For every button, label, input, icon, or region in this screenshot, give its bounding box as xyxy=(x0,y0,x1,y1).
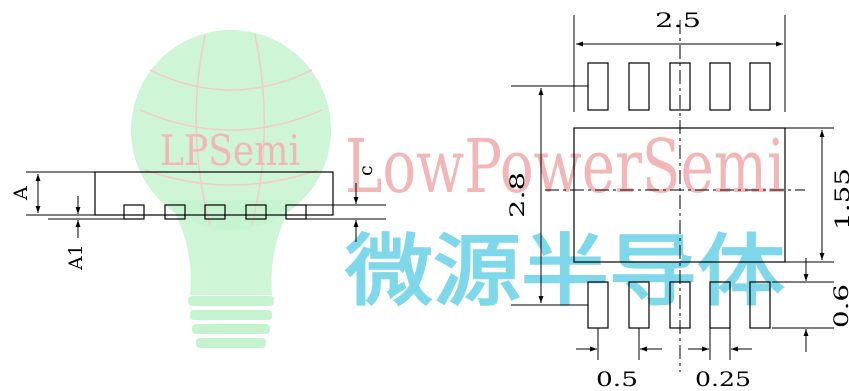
dim-pitch-label: 0.5 xyxy=(596,367,638,391)
watermark-cn-text: 微源半导体 xyxy=(344,227,785,317)
side-view-leads xyxy=(123,204,307,220)
dim-lead-width-label: 0.25 xyxy=(695,367,751,391)
bottom-lead xyxy=(709,281,731,329)
lightbulb-icon xyxy=(131,30,331,348)
top-lead xyxy=(628,62,650,111)
dim-lead-length-label: 0.6 xyxy=(829,284,849,328)
side-lead xyxy=(204,204,226,220)
dim-c-label: c xyxy=(355,165,377,176)
watermark-brand-text: LowPowerSemi xyxy=(345,124,785,210)
top-view: 2.5 2.8 1.55 0.6 0.5 0.25 xyxy=(505,8,849,391)
dim-height-label: 2.8 xyxy=(505,172,529,218)
side-view: A A1 c xyxy=(10,165,386,271)
top-leads xyxy=(587,62,771,111)
side-view-body xyxy=(94,171,334,216)
watermark: LPSemi LowPowerSemi 微源半导体 xyxy=(131,30,785,348)
dim-width-label: 2.5 xyxy=(655,8,701,32)
watermark-logo-text: LPSemi xyxy=(160,126,300,175)
side-lead xyxy=(285,204,307,220)
side-lead xyxy=(164,204,186,220)
side-lead xyxy=(123,204,145,220)
bottom-lead xyxy=(749,281,771,329)
dim-body-height-label: 1.55 xyxy=(830,168,849,230)
top-lead xyxy=(587,62,609,111)
dim-a1-label: A1 xyxy=(65,244,87,271)
top-lead xyxy=(709,62,731,111)
dim-a-label: A xyxy=(10,186,32,201)
side-lead xyxy=(245,204,267,220)
top-lead xyxy=(749,62,771,111)
